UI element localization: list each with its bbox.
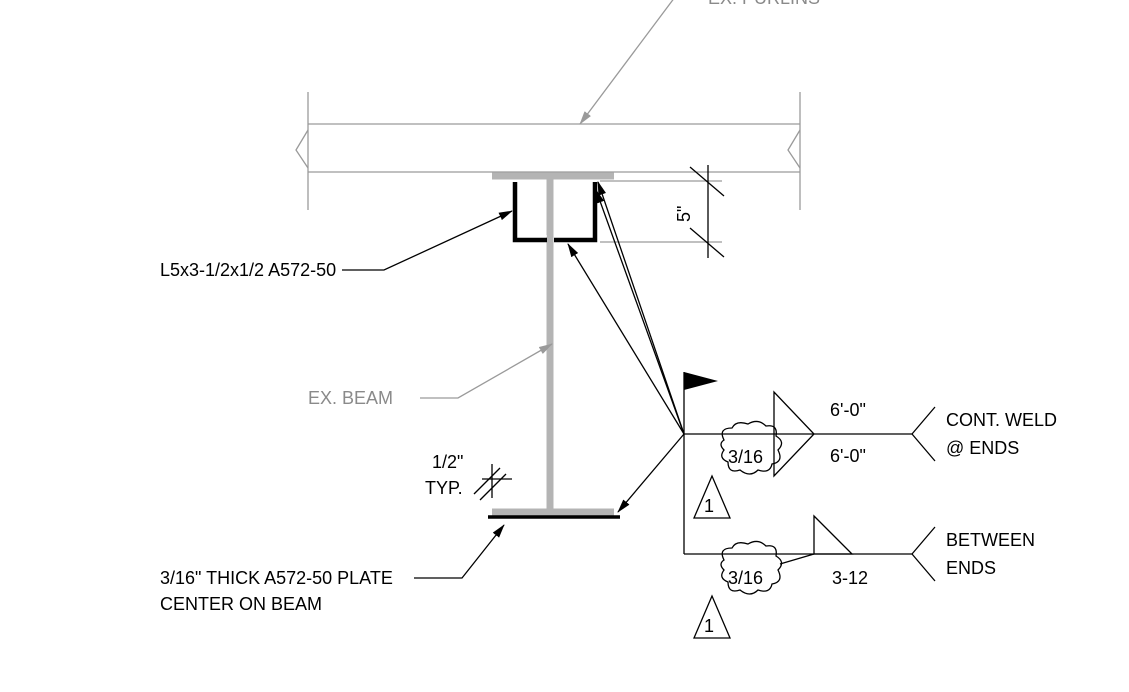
plate-label-line1: 3/16" THICK A572-50 PLATE (160, 568, 393, 588)
weld-symbol-bottom (683, 434, 936, 639)
plate-leader (414, 524, 505, 579)
dimension-5in (600, 165, 725, 258)
weld-symbol-top (684, 390, 936, 519)
top-weld-note-line1: CONT. WELD (946, 410, 1057, 430)
top-weld-note-line2: @ ENDS (946, 438, 1019, 458)
beam-leader (420, 343, 553, 399)
top-weld-size: 3/16 (728, 447, 763, 467)
bottom-weld-note-line2: ENDS (946, 558, 996, 578)
plate-thickness-label: 1/2" (432, 452, 463, 472)
field-weld-flag (683, 372, 718, 434)
angle-label: L5x3-1/2x1/2 A572-50 (160, 260, 336, 280)
angle-leader (342, 210, 513, 271)
beam-label: EX. BEAM (308, 388, 393, 408)
top-weld-length-lower: 6'-0" (830, 446, 866, 466)
top-weld-revision: 1 (704, 496, 714, 516)
bottom-weld-note-line1: BETWEEN (946, 530, 1035, 550)
weld-arrows (567, 181, 685, 513)
top-weld-length-upper: 6'-0" (830, 400, 866, 420)
angle-pair (512, 182, 598, 243)
purlin-leader (579, 0, 674, 125)
plate-thickness-callout (473, 464, 512, 501)
bottom-weld-length: 3-12 (832, 568, 868, 588)
bottom-weld-size: 3/16 (728, 568, 763, 588)
bottom-weld-revision: 1 (704, 616, 714, 636)
purlins-label: EX. PURLINS (708, 0, 820, 8)
plate-label-line2: CENTER ON BEAM (160, 594, 322, 614)
plate-typ-label: TYP. (425, 478, 463, 498)
existing-purlin (295, 92, 801, 210)
dimension-5in-label: 5" (674, 206, 694, 222)
